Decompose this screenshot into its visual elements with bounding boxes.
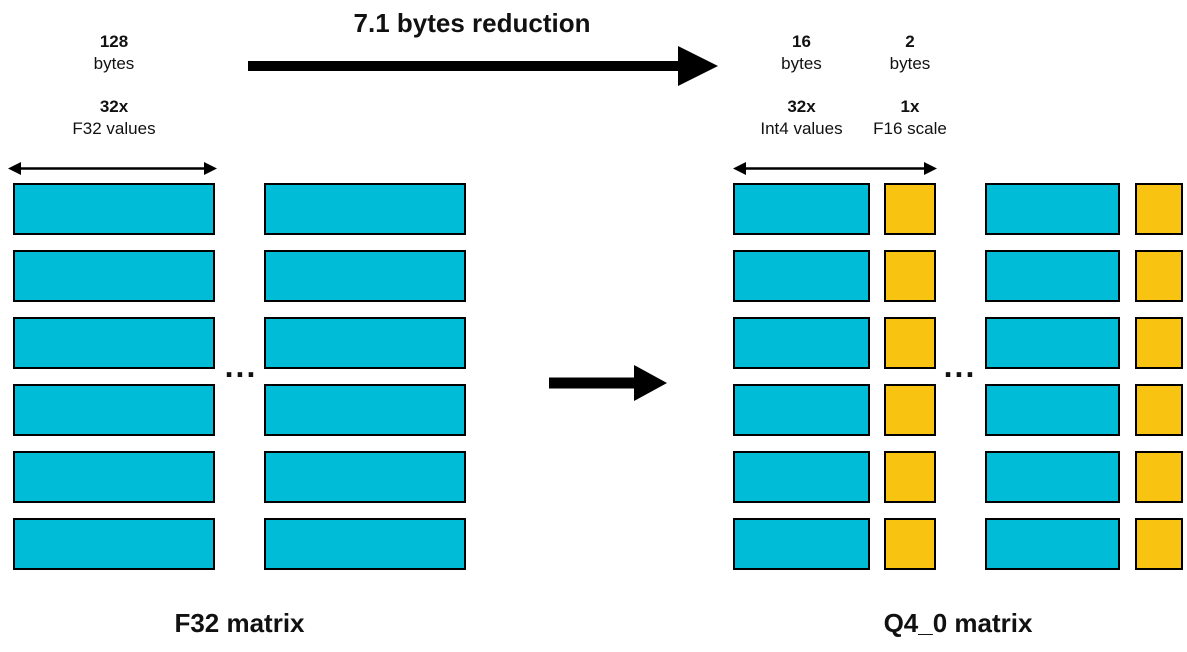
f32-block [13, 317, 215, 369]
f32-block [13, 183, 215, 235]
q4-width-measure-arrow-icon [733, 162, 937, 175]
int4-block [985, 250, 1120, 302]
scale-count-desc: F16 scale [873, 119, 947, 138]
f32-matrix-column-2 [264, 183, 466, 570]
scale-bytes-value: 2 [905, 32, 915, 51]
f32-block [13, 250, 215, 302]
f32-block [264, 183, 466, 235]
f16-scale-labels: 2 bytes 1x F16 scale [860, 31, 960, 140]
f32-count-value: 32x [99, 97, 129, 116]
reduction-title: 7.1 bytes reduction [353, 8, 591, 38]
int4-matrix-column-1 [733, 183, 870, 570]
int4-block [733, 317, 870, 369]
int4-matrix-column-2 [985, 183, 1120, 570]
int4-count-desc: Int4 values [760, 119, 843, 138]
int4-block [985, 518, 1120, 570]
f32-block [13, 384, 215, 436]
f16-scale-block [884, 451, 936, 503]
int4-block [733, 183, 870, 235]
int4-block [985, 183, 1120, 235]
f32-block [264, 451, 466, 503]
f16-scale-block [884, 518, 936, 570]
f16-scale-block [1135, 317, 1183, 369]
f32-block [13, 451, 215, 503]
int4-block [733, 384, 870, 436]
f32-ellipsis: ... [224, 348, 258, 384]
f16-scale-block [1135, 250, 1183, 302]
f32-block [264, 250, 466, 302]
f16-scale-block [1135, 183, 1183, 235]
int4-block [985, 384, 1120, 436]
int4-count-value: 32x [787, 97, 816, 116]
f16-scale-block [1135, 384, 1183, 436]
f16-scale-block [1135, 451, 1183, 503]
f32-block [264, 518, 466, 570]
int4-block [733, 518, 870, 570]
f32-bytes-value: 128 [99, 32, 129, 51]
int4-block [733, 451, 870, 503]
f16-scale-block [884, 384, 936, 436]
f32-bytes-unit: bytes [93, 54, 135, 73]
f32-count-desc: F32 values [72, 119, 156, 138]
int4-bytes-unit: bytes [781, 54, 822, 73]
f32-block [264, 317, 466, 369]
int4-block [985, 317, 1120, 369]
f16-scale-block [884, 317, 936, 369]
f32-matrix-label: F32 matrix [174, 608, 305, 638]
q4-matrix-label: Q4_0 matrix [883, 608, 1033, 638]
f32-matrix-column-1 [13, 183, 215, 570]
scale-bytes-unit: bytes [889, 54, 931, 73]
f16-scale-block [1135, 518, 1183, 570]
q4-ellipsis: ... [943, 348, 977, 384]
f32-width-measure-arrow-icon [8, 162, 217, 175]
f16-scale-block [884, 183, 936, 235]
f16-scale-block [884, 250, 936, 302]
int4-size-labels: 16 bytes 32x Int4 values [733, 31, 870, 140]
int4-block [985, 451, 1120, 503]
scale-count-value: 1x [900, 97, 920, 116]
reduction-arrow-icon [248, 46, 718, 86]
int4-bytes-value: 16 [792, 32, 811, 51]
int4-block [733, 250, 870, 302]
transform-arrow-icon [549, 365, 667, 401]
f32-block [13, 518, 215, 570]
f16-scale-column-2 [1135, 183, 1183, 570]
f32-size-labels: 128 bytes 32x F32 values [13, 31, 215, 140]
f32-block [264, 384, 466, 436]
f16-scale-column-1 [884, 183, 936, 570]
